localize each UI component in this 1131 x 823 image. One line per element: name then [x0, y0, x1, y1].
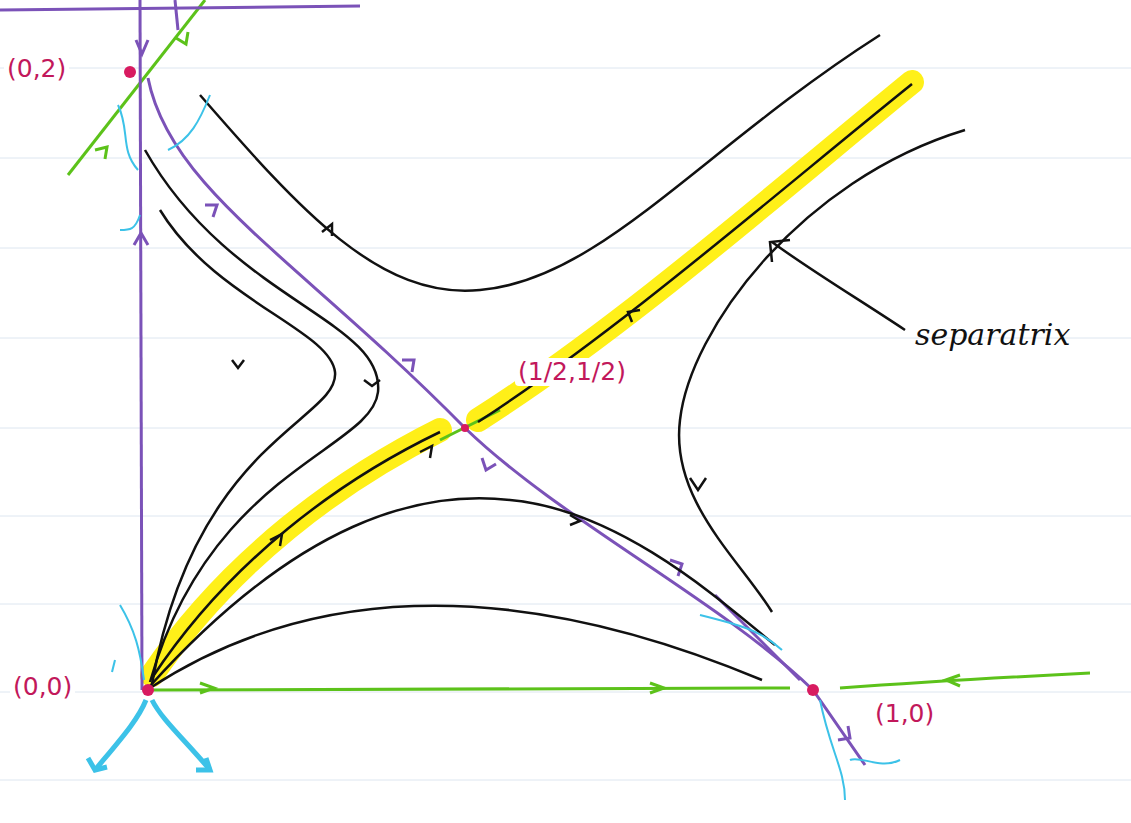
purple-separatrix — [0, 0, 865, 765]
leader-line — [770, 240, 905, 330]
cyan-arrows — [88, 95, 900, 800]
point-label: (0,0) — [10, 673, 75, 701]
fixed-points — [124, 66, 819, 696]
green-eigenlines — [68, 0, 1090, 693]
trajectories — [145, 35, 965, 688]
ruled-lines — [0, 68, 1131, 780]
point-label: (1,0) — [872, 700, 937, 728]
point-label: (0,2) — [4, 55, 69, 83]
point-label: (1/2,1/2) — [515, 358, 629, 386]
annotation-label: separatrix — [912, 318, 1073, 351]
